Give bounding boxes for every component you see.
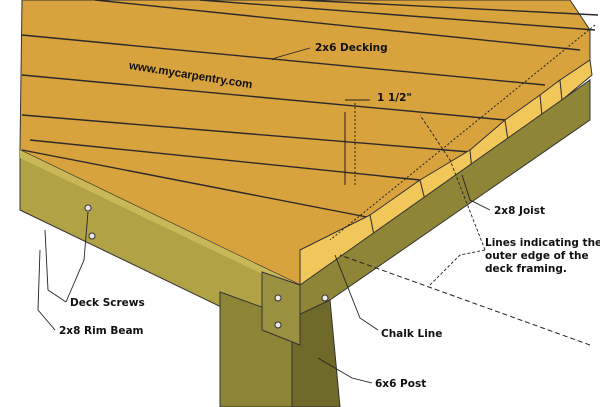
label-lines-1: Lines indicating the [485,237,600,249]
label-lines-3: deck framing. [485,263,567,275]
label-decking: 2x6 Decking [315,42,388,54]
gap-dimension [344,99,370,185]
post-side [291,299,341,407]
label-chalk-line: Chalk Line [381,328,443,340]
leader-lines [37,47,491,384]
deck-screws [84,204,329,329]
rim-beam-edge [20,150,300,292]
corner-block [261,271,301,346]
framing-edge-line [339,254,591,346]
label-gap: 1 1/2" [377,92,412,104]
chalk-line [329,24,596,241]
label-joist: 2x8 Joist [494,205,546,217]
decking-boards [21,0,599,219]
label-post: 6x6 Post [375,378,427,390]
label-lines-2: outer edge of the [485,250,589,262]
label-deck-screws: Deck Screws [70,297,145,309]
label-rim-beam: 2x8 Rim Beam [59,325,144,337]
